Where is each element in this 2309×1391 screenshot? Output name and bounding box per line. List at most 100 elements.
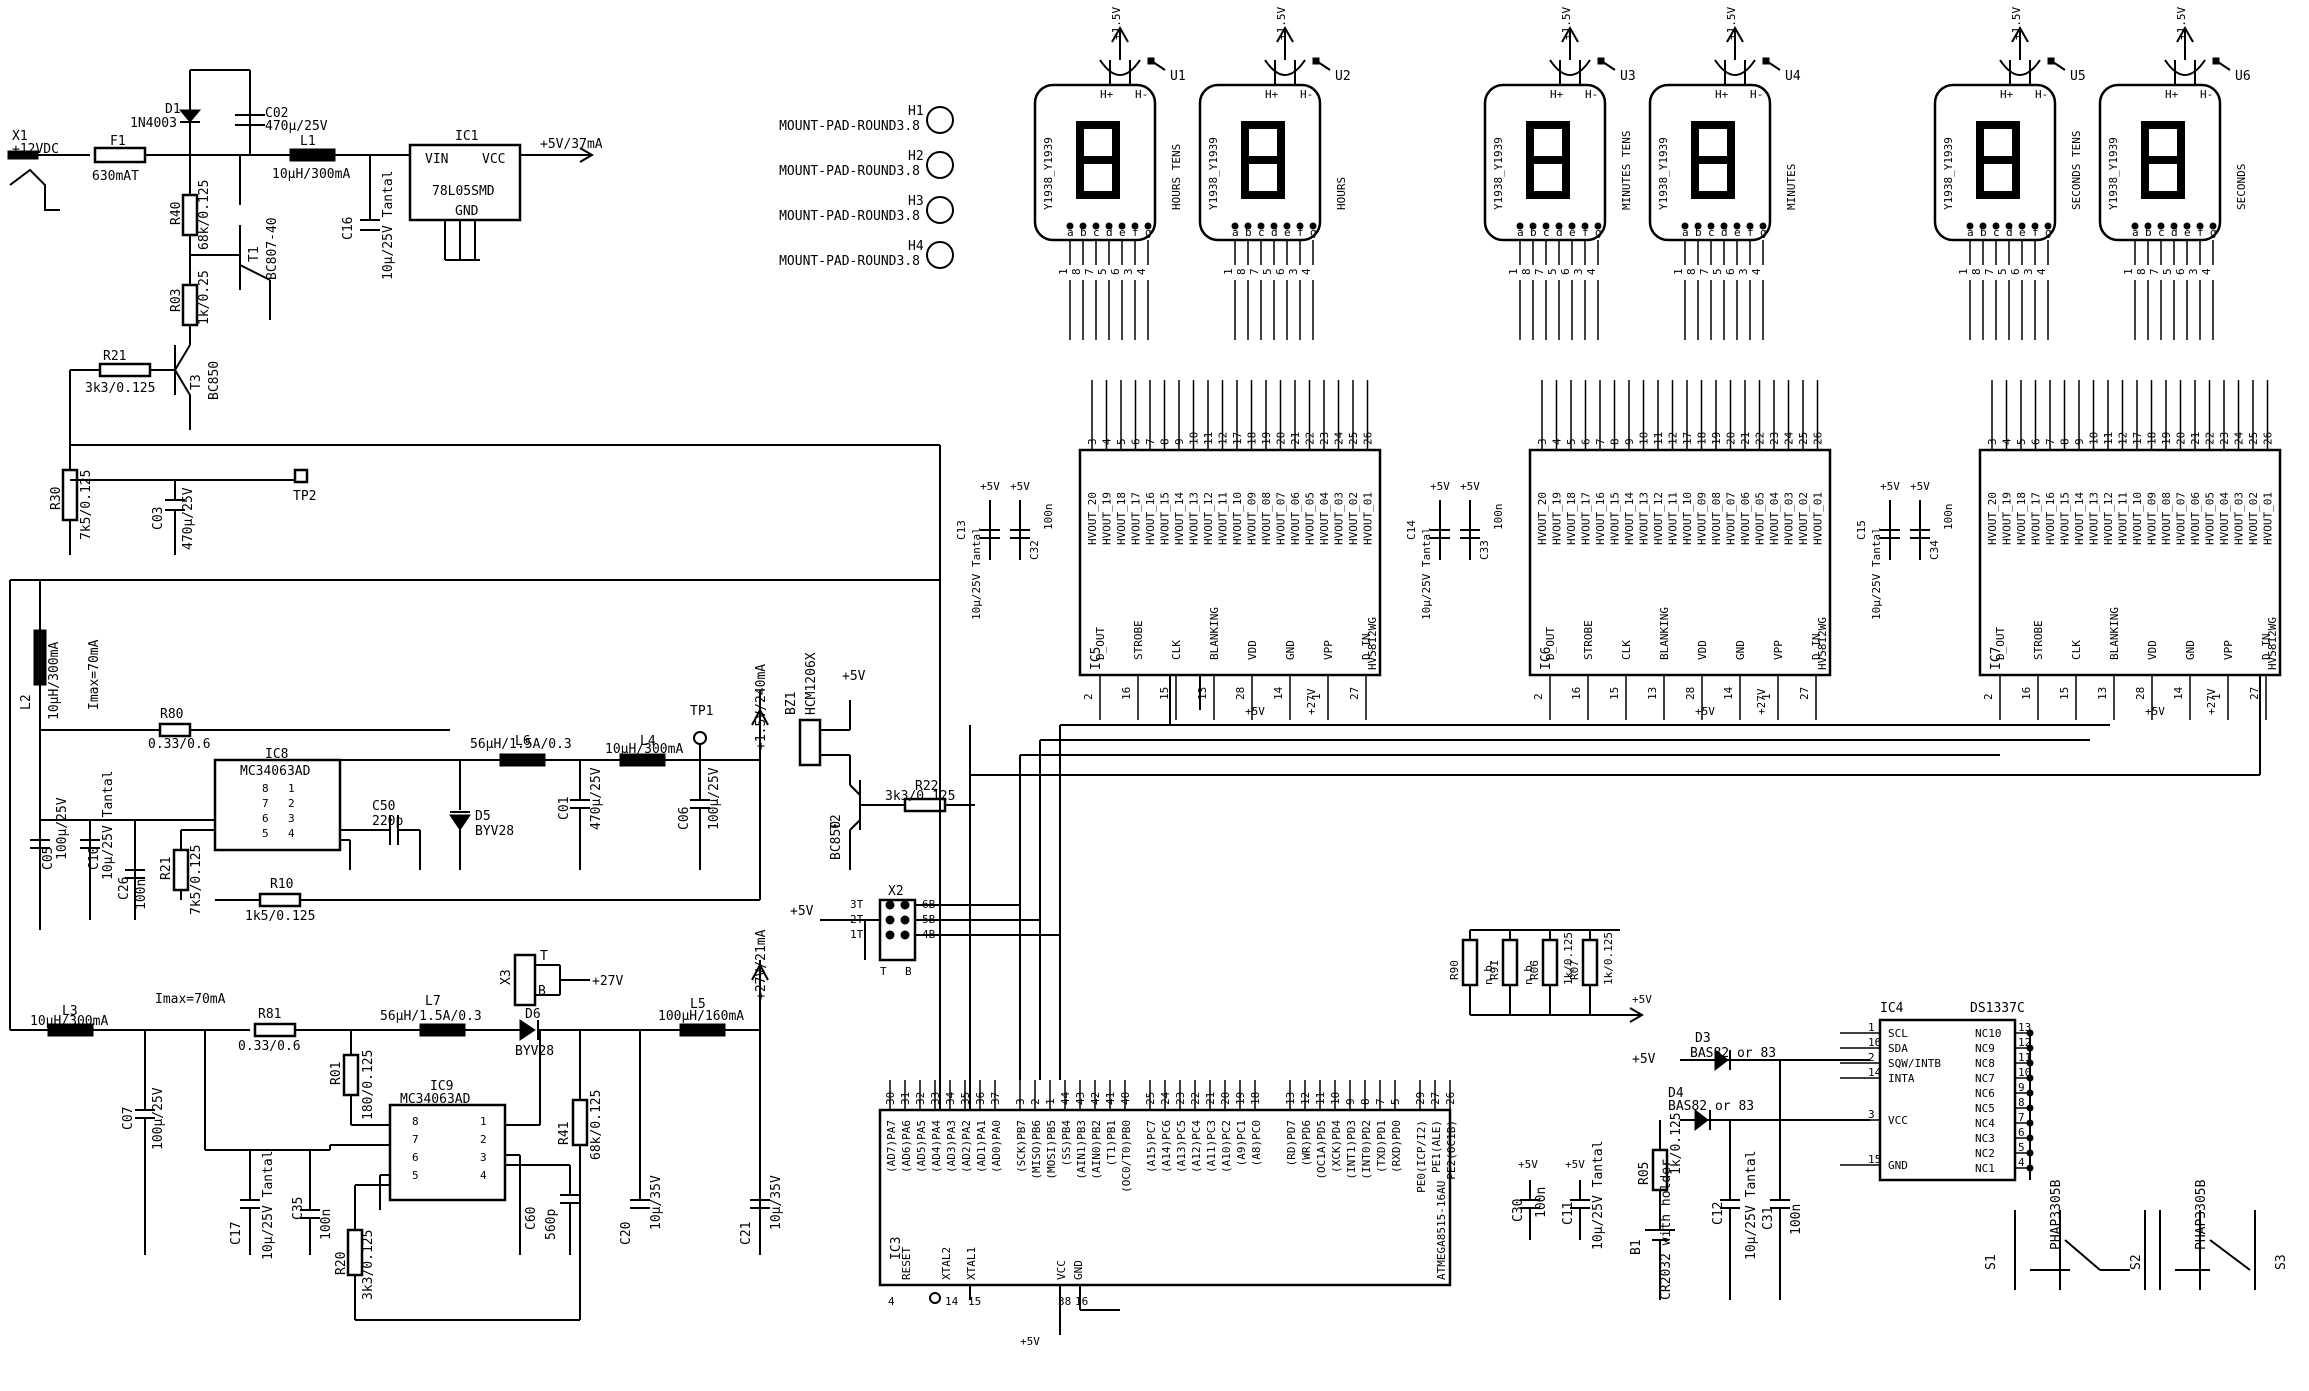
mcu-pa-pin-label: (AD1)PA1 xyxy=(975,1120,988,1173)
drv-pin-label: STROBE xyxy=(2032,620,2045,660)
cap-5v-a: +5V xyxy=(1880,480,1900,493)
seg-pin-number: 8 xyxy=(2135,268,2148,275)
c30-ref: C30 xyxy=(1511,1199,1526,1222)
ic9-pin-left: 7 xyxy=(412,1133,419,1146)
hv-pin-number: 10 xyxy=(1188,432,1201,445)
driver-5v: +5V xyxy=(1695,705,1715,718)
hvout-label: HVOUT_02 xyxy=(2247,492,2260,545)
mount-pad-ref: H3 xyxy=(908,194,924,209)
drv-pin-number: 28 xyxy=(1684,687,1697,700)
hvout-label: HVOUT_16 xyxy=(1144,492,1157,545)
mcu-pa-pin-label: (AD2)PA2 xyxy=(960,1120,973,1173)
hv-pin-number: 5 xyxy=(1115,438,1128,445)
ic9-pin-right: 4 xyxy=(480,1169,487,1182)
mcu-pc-pin-label: (A8)PC0 xyxy=(1250,1120,1263,1166)
hvout-label: HVOUT_20 xyxy=(1986,492,1999,545)
hv-pin-number: 9 xyxy=(2073,438,2086,445)
c10-value: 10µ/25V Tantal xyxy=(101,770,116,880)
display-type: Y1938_Y1939 xyxy=(1492,137,1505,210)
drv-pin-number: 2 xyxy=(1082,693,1095,700)
hv-pin-number: 10 xyxy=(2088,432,2101,445)
r81-ref: R81 xyxy=(258,1007,281,1022)
display-supply: +1.5V xyxy=(2010,7,2023,40)
x2-b: B xyxy=(905,965,912,978)
seg-pin-letter: c xyxy=(1993,226,2000,239)
cap-5v-b: +5V xyxy=(1910,480,1930,493)
hvout-label: HVOUT_01 xyxy=(2262,492,2275,545)
drv-pin-label: D_OUT xyxy=(1094,627,1107,660)
l5-ref: L5 xyxy=(690,997,706,1012)
seg-pin-letter: g xyxy=(1595,226,1602,239)
mount-pad-ref: H2 xyxy=(908,149,924,164)
seg-pin-number: 1 xyxy=(1222,268,1235,275)
hv-pin-number: 10 xyxy=(1638,432,1651,445)
mcu-pa-pin-number: 31 xyxy=(899,1092,912,1105)
rtc-left-pin-label: SCL xyxy=(1888,1027,1908,1040)
mcu-pd-pin-number: 9 xyxy=(1344,1098,1357,1105)
drv-pin-number: 27 xyxy=(2248,687,2261,700)
display-supply: +1.5V xyxy=(1275,7,1288,40)
x1-ref: X1 xyxy=(12,129,28,144)
seg-pin-letter: b xyxy=(1080,226,1087,239)
hvout-label: HVOUT_14 xyxy=(2073,492,2086,545)
display-label: HOURS xyxy=(1335,177,1348,210)
c30-supply: +5V xyxy=(1518,1158,1538,1171)
hvout-label: HVOUT_02 xyxy=(1797,492,1810,545)
mcu-xtal1: XTAL1 xyxy=(965,1247,978,1280)
driver-type: HV5812WG xyxy=(1366,617,1379,670)
mcu-pd-pin-label: (OC1A)PD5 xyxy=(1315,1120,1328,1180)
driver-type: HV5812WG xyxy=(1816,617,1829,670)
hv-pin-number: 22 xyxy=(1304,432,1317,445)
mcu-pc-pin-number: 20 xyxy=(1219,1092,1232,1105)
seg-pin-letter: c xyxy=(1258,226,1265,239)
hv-pin-number: 8 xyxy=(1159,438,1172,445)
boost1-output: +1.5V/240mA xyxy=(754,664,769,750)
pin-hminus: H- xyxy=(1135,88,1148,101)
hv-pin-number: 3 xyxy=(1536,438,1549,445)
rtc-left-pin-number: 3 xyxy=(1868,1108,1875,1121)
mcu-pb-pin-number: 41 xyxy=(1104,1092,1117,1105)
display-supply: +1.5V xyxy=(1560,7,1573,40)
ic9-pin-right: 3 xyxy=(480,1151,487,1164)
mcu-vcc: VCC xyxy=(1055,1260,1068,1280)
seg-pin-number: 8 xyxy=(1235,268,1248,275)
seg-pin-letter: a xyxy=(1682,226,1689,239)
display-type: Y1938_Y1939 xyxy=(2107,137,2120,210)
hvout-label: HVOUT_16 xyxy=(2044,492,2057,545)
driver-type: HV5812WG xyxy=(2266,617,2279,670)
l2-ref: L2 xyxy=(19,694,34,710)
hvout-label: HVOUT_07 xyxy=(1275,492,1288,545)
switch-ref: S1 xyxy=(1984,1254,1999,1270)
drv-pin-label: VDD xyxy=(1696,640,1709,660)
c05-ref: C05 xyxy=(41,847,56,870)
ic8-pin-right: 1 xyxy=(288,782,295,795)
x3-voltage: +27V xyxy=(592,974,623,989)
mcu-pd-pin-number: 12 xyxy=(1299,1092,1312,1105)
hv-pin-number: 20 xyxy=(1275,432,1288,445)
t3-value: BC850 xyxy=(207,361,222,400)
seg-pin-letter: g xyxy=(1310,226,1317,239)
seg-pin-number: 7 xyxy=(1698,268,1711,275)
c16-value: 10µ/25V Tantal xyxy=(381,170,396,280)
d5-value: BYV28 xyxy=(475,824,514,839)
drv-pin-number: 1 xyxy=(1310,693,1323,700)
seg-pin-number: 4 xyxy=(1135,268,1148,275)
drv-pin-label: D_IN xyxy=(1810,634,1823,661)
mcu-pb-pin-label: (T1)PB1 xyxy=(1105,1120,1118,1166)
ic1-vcc: VCC xyxy=(482,152,505,167)
c02-ref: C02 xyxy=(265,106,288,121)
cap-ceramic-value: 100n xyxy=(1492,504,1505,531)
rtc-right-pin-label: NC2 xyxy=(1975,1147,1995,1160)
seg-pin-number: 7 xyxy=(1083,268,1096,275)
hvout-label: HVOUT_11 xyxy=(2117,492,2130,545)
seg-pin-letter: b xyxy=(1530,226,1537,239)
hvout-label: HVOUT_03 xyxy=(1783,492,1796,545)
mcu-pc-pin-number: 25 xyxy=(1144,1092,1157,1105)
bz1-ref: BZ1 xyxy=(784,692,799,715)
x2-ref: X2 xyxy=(888,884,904,899)
tp1-ref: TP1 xyxy=(690,704,713,719)
rtc-left-pin-label: VCC xyxy=(1888,1114,1908,1127)
ic9-pin-right: 1 xyxy=(480,1115,487,1128)
mcu-xtal2: XTAL2 xyxy=(940,1247,953,1280)
